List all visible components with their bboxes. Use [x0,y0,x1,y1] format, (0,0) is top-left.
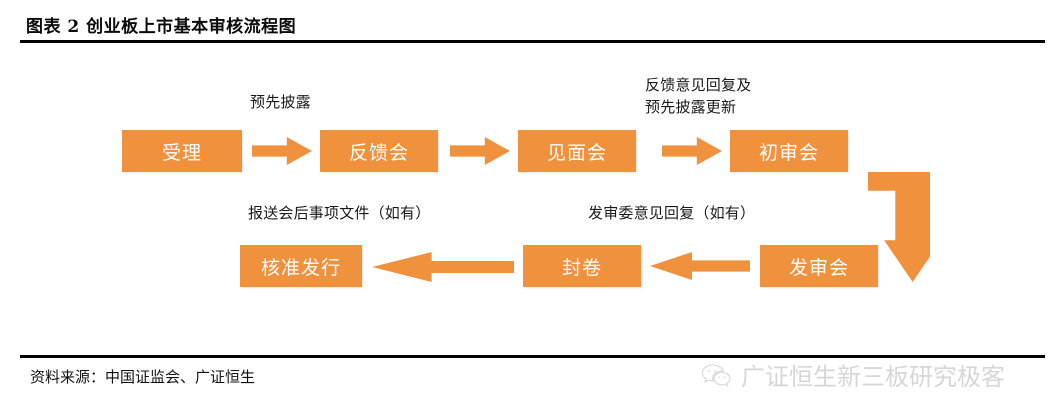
flow-node-fengjuan[interactable]: 封卷 [523,245,641,287]
edge-caption-fashenweiyijian: 发审委意见回复（如有） [588,204,756,222]
flow-node-fashenhui[interactable]: 发审会 [760,245,878,287]
flow-node-label: 受理 [161,141,202,164]
wechat-icon [701,363,731,387]
flow-node-label: 见面会 [546,141,607,164]
header-divider [20,40,1045,43]
flow-node-label: 初审会 [758,141,819,164]
arrow-right-icon-2 [450,137,510,165]
flow-node-hezhunfaxing[interactable]: 核准发行 [240,245,362,287]
flow-node-label: 发审会 [788,256,849,279]
flow-node-label: 反馈会 [348,141,409,164]
arrow-right-icon-3 [662,137,722,165]
flow-node-label: 核准发行 [260,256,341,279]
watermark-text: 广证恒生新三板研究极客 [741,363,1005,391]
arrow-left-icon-1 [650,252,750,280]
edge-caption-baosonghuihou: 报送会后事项文件（如有） [248,204,431,222]
watermark: 广证恒生新三板研究极客 [700,357,1005,392]
edge-caption-yuxianpilu: 预先披露 [250,93,311,111]
edge-caption-line2: 预先披露更新 [645,98,737,116]
arrow-right-icon-1 [252,137,312,165]
flow-node-fankuihui[interactable]: 反馈会 [320,130,438,172]
source-note: 资料来源：中国证监会、广证恒生 [30,368,256,386]
edge-caption-fankuiyijian: 反馈意见回复及 预先披露更新 [645,74,751,118]
edge-caption-line1: 反馈意见回复及 [645,76,752,94]
footer-divider [20,355,1045,358]
page-title: 图表 2 创业板上市基本审核流程图 [26,17,297,37]
flow-node-label: 封卷 [561,256,602,279]
flow-node-shouli[interactable]: 受理 [122,130,242,172]
arrow-left-icon-2 [372,252,514,282]
flow-node-jianmianhui[interactable]: 见面会 [518,130,636,172]
flow-node-chushenhui[interactable]: 初审会 [730,130,848,172]
